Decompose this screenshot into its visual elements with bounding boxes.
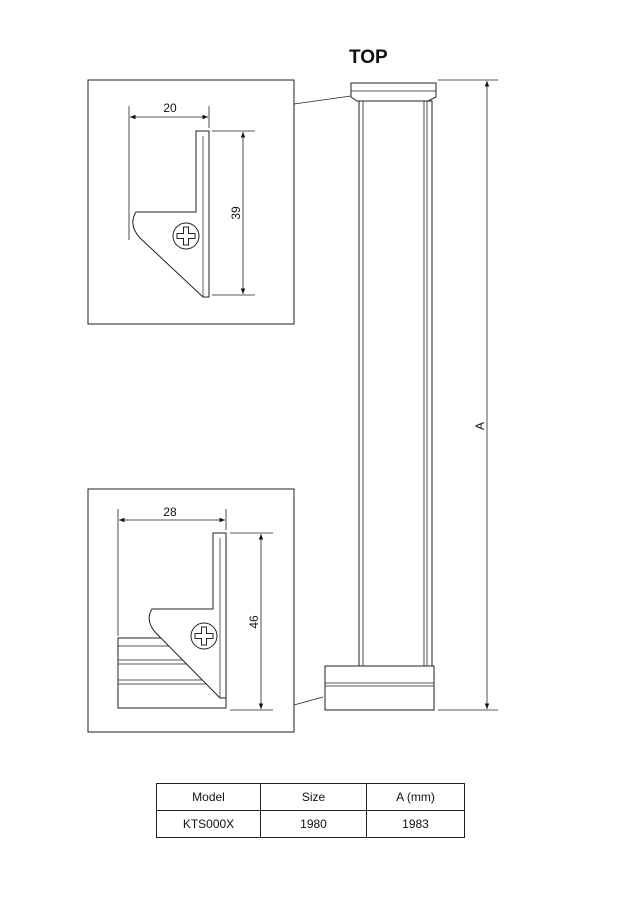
profile-bar: [358, 100, 433, 667]
cell-model: KTS000X: [156, 810, 261, 838]
detail-top: 20 39: [87, 79, 295, 325]
bottom-cap: [324, 665, 435, 711]
profile-elevation: [324, 82, 437, 711]
header-size: Size: [260, 783, 367, 811]
detail-bottom: 28 46: [87, 488, 295, 733]
top-cap: [350, 82, 437, 102]
dimension-a: [438, 79, 498, 711]
leader-line-top: [293, 95, 352, 105]
header-a-mm: A (mm): [366, 783, 465, 811]
spec-table: Model Size A (mm) KTS000X 1980 1983: [156, 783, 465, 838]
detail-top-height-label: 39: [229, 206, 243, 220]
bracket-top: [132, 130, 210, 298]
screw-icon: [190, 622, 218, 650]
bracket-bottom: [148, 532, 227, 699]
header-model: Model: [156, 783, 261, 811]
leader-line-bottom: [293, 696, 324, 706]
detail-bottom-height-label: 46: [247, 615, 261, 629]
screw-icon: [172, 222, 200, 250]
cell-size: 1980: [260, 810, 367, 838]
cell-a-mm: 1983: [366, 810, 465, 838]
table-header-row: Model Size A (mm): [156, 783, 465, 811]
table-row: KTS000X 1980 1983: [156, 810, 465, 838]
dimension-a-label: A: [473, 422, 487, 430]
detail-bottom-width-label: 28: [163, 505, 177, 519]
top-label: TOP: [349, 47, 388, 68]
detail-top-width-label: 20: [163, 101, 177, 115]
